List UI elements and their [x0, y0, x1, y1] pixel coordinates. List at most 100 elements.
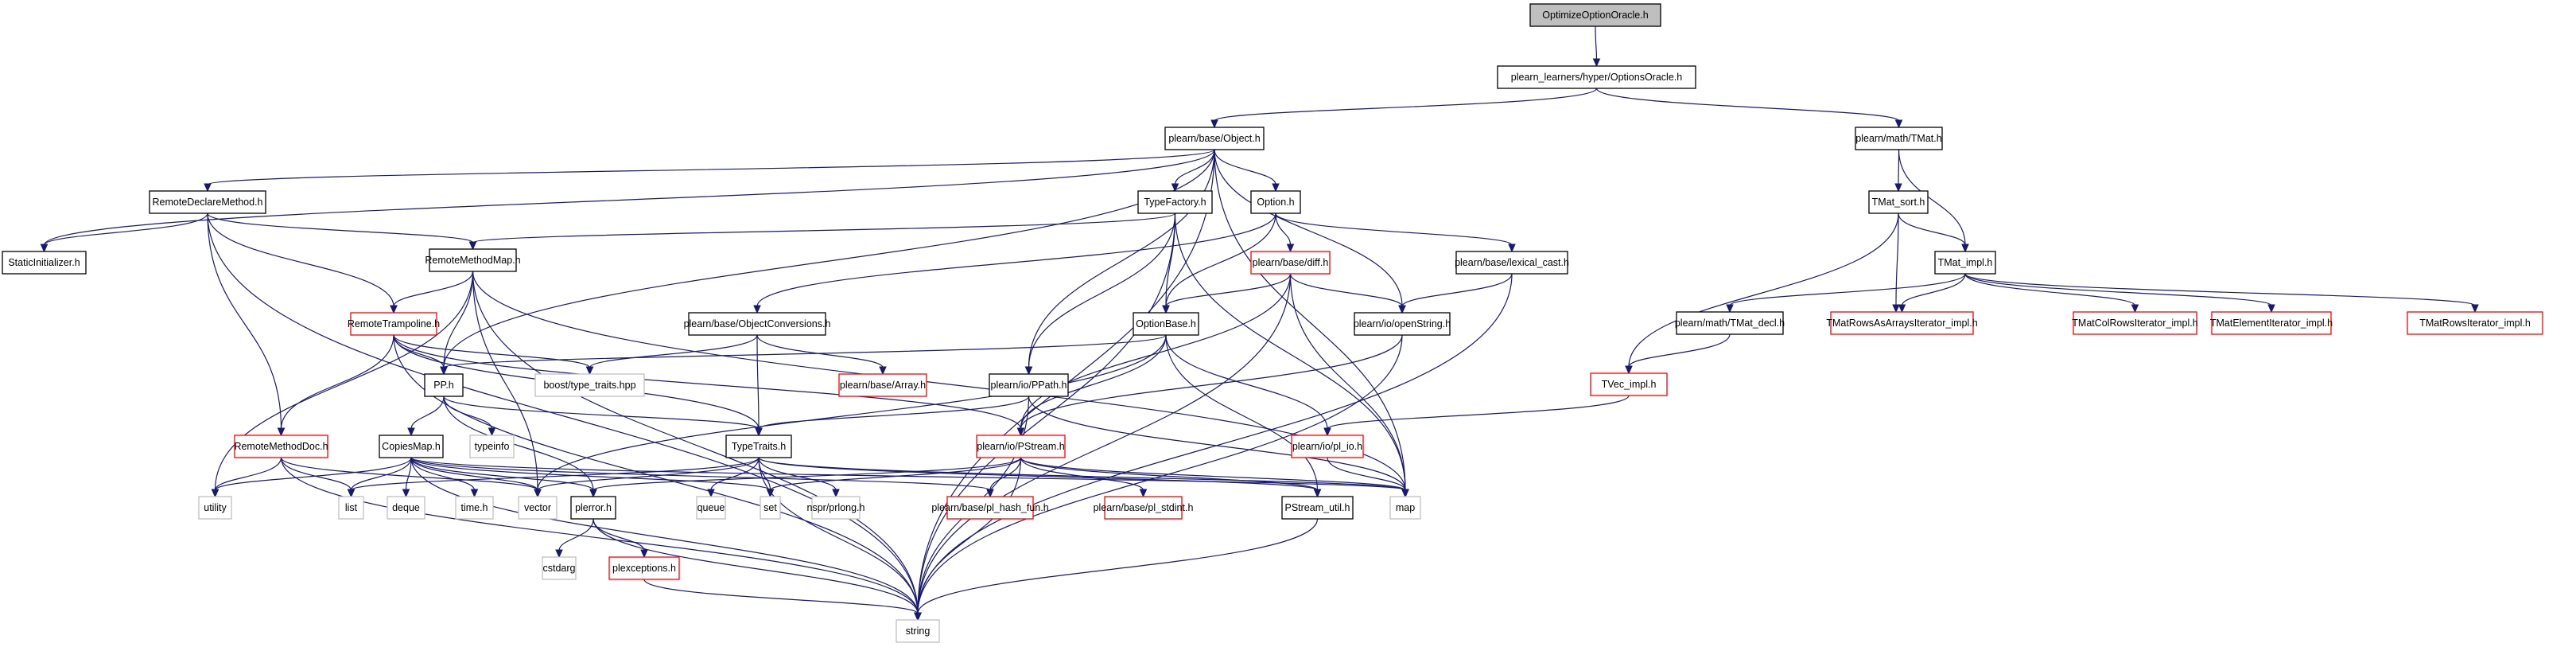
- node-label: RemoteDeclareMethod.h: [153, 197, 263, 208]
- node-array[interactable]: plearn/base/Array.h: [838, 373, 927, 397]
- node-label: TMat_sort.h: [1872, 197, 1925, 208]
- edge-arrowhead: [2471, 304, 2479, 314]
- edge-tmatsort-to-algorithm: [1892, 212, 1900, 314]
- node-plio[interactable]: plearn/io/pl_io.h: [1291, 435, 1364, 458]
- node-box: [896, 619, 940, 643]
- edge-arrowhead: [1139, 489, 1148, 498]
- edge-line: [214, 271, 474, 491]
- edge-arrowhead: [1961, 244, 1969, 253]
- edge-arrowhead: [589, 489, 597, 498]
- node-tmatelement[interactable]: TMatElementIterator_impl.h: [2210, 311, 2333, 335]
- edge-arrowhead: [585, 366, 594, 376]
- node-box: [534, 373, 645, 397]
- edge-plio-to-map: [1327, 457, 1409, 498]
- node-tmatrowsasarrays[interactable]: TMatRowsAsArraysIterator_impl.h: [1826, 311, 1978, 335]
- node-tmat[interactable]: plearn/math/TMat.h: [1855, 127, 1943, 150]
- edge-pstream-to-pstreamutil: [1020, 457, 1322, 498]
- node-box: [198, 496, 232, 520]
- edge-arrowhead: [1892, 304, 1900, 314]
- node-tvecimpl[interactable]: TVec_impl.h: [1590, 372, 1668, 396]
- edge-line: [443, 396, 760, 430]
- node-openstring[interactable]: plearn/io/openString.h: [1354, 312, 1451, 336]
- node-plerror[interactable]: plerror.h: [570, 496, 616, 520]
- node-stdint[interactable]: plearn/base/pl_stdint.h: [1094, 496, 1194, 520]
- edge-line: [280, 457, 538, 491]
- edge-copiesmap-to-timeh: [410, 457, 479, 498]
- edge-copiesmap-to-deque: [402, 457, 412, 498]
- node-option[interactable]: Option.h: [1250, 190, 1301, 214]
- edge-object-to-openstring: [1214, 149, 1406, 314]
- node-remotemethoddoc[interactable]: RemoteMethodDoc.h: [234, 435, 328, 458]
- edge-line: [1628, 333, 1731, 368]
- edge-line: [1020, 457, 1406, 491]
- node-box: [725, 435, 792, 458]
- node-box: [1164, 127, 1265, 150]
- node-queue: queue: [696, 496, 726, 520]
- node-pp[interactable]: PP.h: [424, 373, 464, 397]
- node-tmatsort[interactable]: TMat_sort.h: [1868, 190, 1929, 214]
- node-tmatrowsiter[interactable]: TMatRowsIterator_impl.h: [2407, 311, 2543, 335]
- edge-arrowhead: [1726, 304, 1734, 314]
- node-optionbase[interactable]: OptionBase.h: [1133, 312, 1199, 336]
- node-ppath[interactable]: plearn/io/PPath.h: [989, 373, 1069, 397]
- node-box: [234, 435, 328, 458]
- node-pstreamutil[interactable]: PStream_util.h: [1281, 496, 1354, 520]
- edge-line: [917, 457, 1022, 614]
- node-objconv[interactable]: plearn/base/ObjectConversions.h: [684, 312, 831, 336]
- node-label: plearn/io/PPath.h: [991, 380, 1067, 391]
- edge-line: [410, 457, 1406, 491]
- edge-openstring-to-pstream: [1016, 334, 1403, 437]
- node-label: plearn/base/diff.h: [1253, 257, 1329, 268]
- edge-remotemethodmap-to-remotetramp: [390, 271, 474, 314]
- node-object[interactable]: plearn/base/Object.h: [1164, 127, 1265, 150]
- node-diff[interactable]: plearn/base/diff.h: [1250, 251, 1331, 275]
- edge-arrowhead: [1024, 366, 1033, 376]
- node-remotetramp[interactable]: RemoteTrampoline.h: [348, 312, 440, 336]
- node-typefactory[interactable]: TypeFactory.h: [1137, 190, 1213, 214]
- node-lexicalcast[interactable]: plearn/base/lexical_cast.h: [1455, 251, 1569, 275]
- node-box: [1137, 190, 1213, 214]
- node-box: [1281, 496, 1354, 520]
- edge-line: [1895, 212, 1899, 306]
- node-root[interactable]: OptimizeOptionOracle.h: [1529, 3, 1661, 27]
- edge-line: [593, 457, 1022, 491]
- edge-arrowhead: [1401, 489, 1409, 498]
- node-typetraits[interactable]: TypeTraits.h: [725, 435, 792, 458]
- edge-line: [472, 271, 538, 491]
- node-pstream[interactable]: plearn/io/PStream.h: [976, 435, 1066, 458]
- edge-typetraits-to-list: [347, 457, 760, 498]
- node-tmatcolrows[interactable]: TMatColRowsIterator_impl.h: [2072, 311, 2198, 335]
- edge-pstream-to-stdint: [1020, 457, 1148, 498]
- edge-plexceptions-to-string: [643, 579, 922, 622]
- node-label: time.h: [460, 502, 488, 513]
- edge-line: [710, 457, 760, 491]
- node-plexceptions[interactable]: plexceptions.h: [608, 556, 680, 580]
- node-box: [1250, 190, 1301, 214]
- node-remotedeclare[interactable]: RemoteDeclareMethod.h: [149, 190, 266, 214]
- node-box: [2407, 311, 2543, 335]
- node-hashfun[interactable]: plearn/base/pl_hash_fun.h: [931, 496, 1049, 520]
- edge-arrowhead: [1313, 489, 1322, 498]
- node-label: queue: [697, 502, 725, 513]
- edge-optionsoracle-to-tmat: [1595, 88, 1903, 129]
- edge-remotetramp-to-boosttt: [393, 334, 594, 376]
- edge-line: [280, 457, 919, 614]
- node-copiesmap[interactable]: CopiesMap.h: [379, 435, 444, 458]
- node-box: [1354, 312, 1451, 336]
- edge-arrowhead: [1625, 365, 1633, 375]
- node-label: map: [1396, 502, 1415, 513]
- node-staticinit[interactable]: StaticInitializer.h: [2, 251, 87, 275]
- edge-arrowhead: [1592, 58, 1601, 68]
- edge-arrowhead: [211, 489, 220, 498]
- node-box: [429, 248, 517, 272]
- edge-tmat-to-tmatsort: [1894, 149, 1902, 193]
- node-optionsoracle[interactable]: plearn_learners/hyper/OptionsOracle.h: [1497, 65, 1696, 89]
- node-utility: utility: [198, 496, 232, 520]
- node-remotemethodmap[interactable]: RemoteMethodMap.h: [425, 248, 521, 272]
- node-tmatimpl[interactable]: TMat_impl.h: [1934, 251, 1996, 275]
- edge-line: [1401, 273, 1513, 307]
- edge-line: [756, 212, 1276, 307]
- edge-tmatsort-to-tmatimpl: [1898, 212, 1969, 253]
- node-tmatdecl[interactable]: plearn/math/TMat_decl.h: [1675, 311, 1785, 335]
